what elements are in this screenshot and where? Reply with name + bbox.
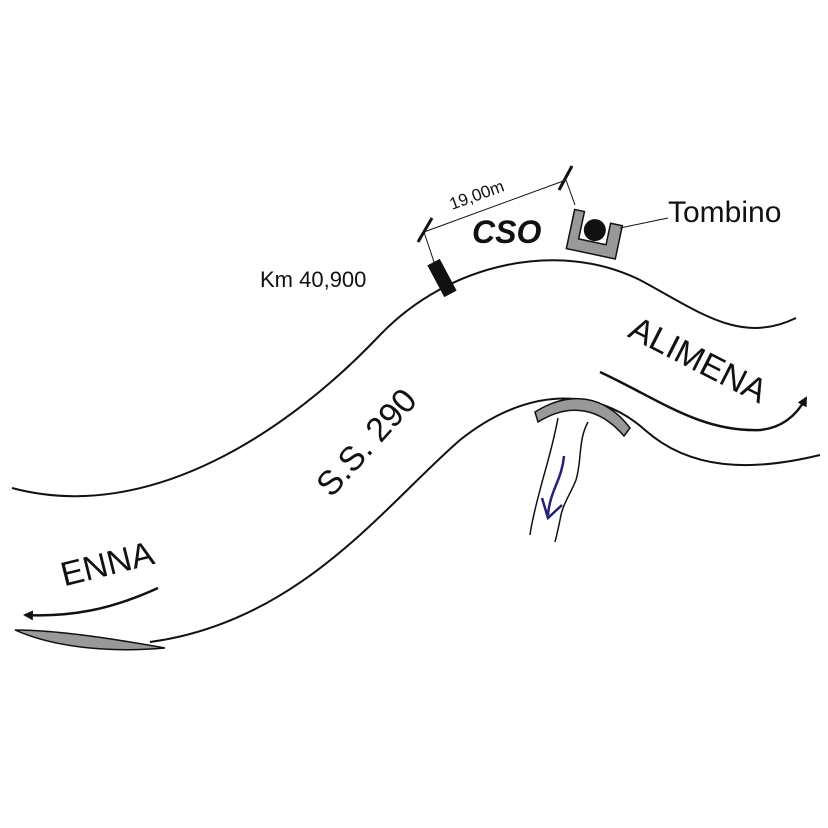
road-label: S.S. 290 <box>309 381 425 503</box>
road-edge-bottom <box>149 397 821 643</box>
stream-bank-left <box>529 417 559 536</box>
distance-label: 19,00m <box>447 177 507 214</box>
enna-label: ENNA <box>57 534 158 594</box>
gray-embankment <box>14 629 166 651</box>
road-edge-top <box>11 259 797 498</box>
km-marker <box>427 258 457 298</box>
tombino-label: Tombino <box>668 196 781 229</box>
stream-flow-arrow <box>540 455 566 521</box>
culvert-arc <box>534 398 631 438</box>
cso-label: CSO <box>472 214 541 250</box>
distance-dimension <box>416 165 576 281</box>
enna-arrow <box>23 586 159 621</box>
stream-bank-right <box>554 421 589 543</box>
alimena-arrow <box>599 370 808 432</box>
tombino-leader <box>619 217 669 229</box>
tombino-icon <box>565 208 624 260</box>
km-label: Km 40,900 <box>260 267 366 292</box>
